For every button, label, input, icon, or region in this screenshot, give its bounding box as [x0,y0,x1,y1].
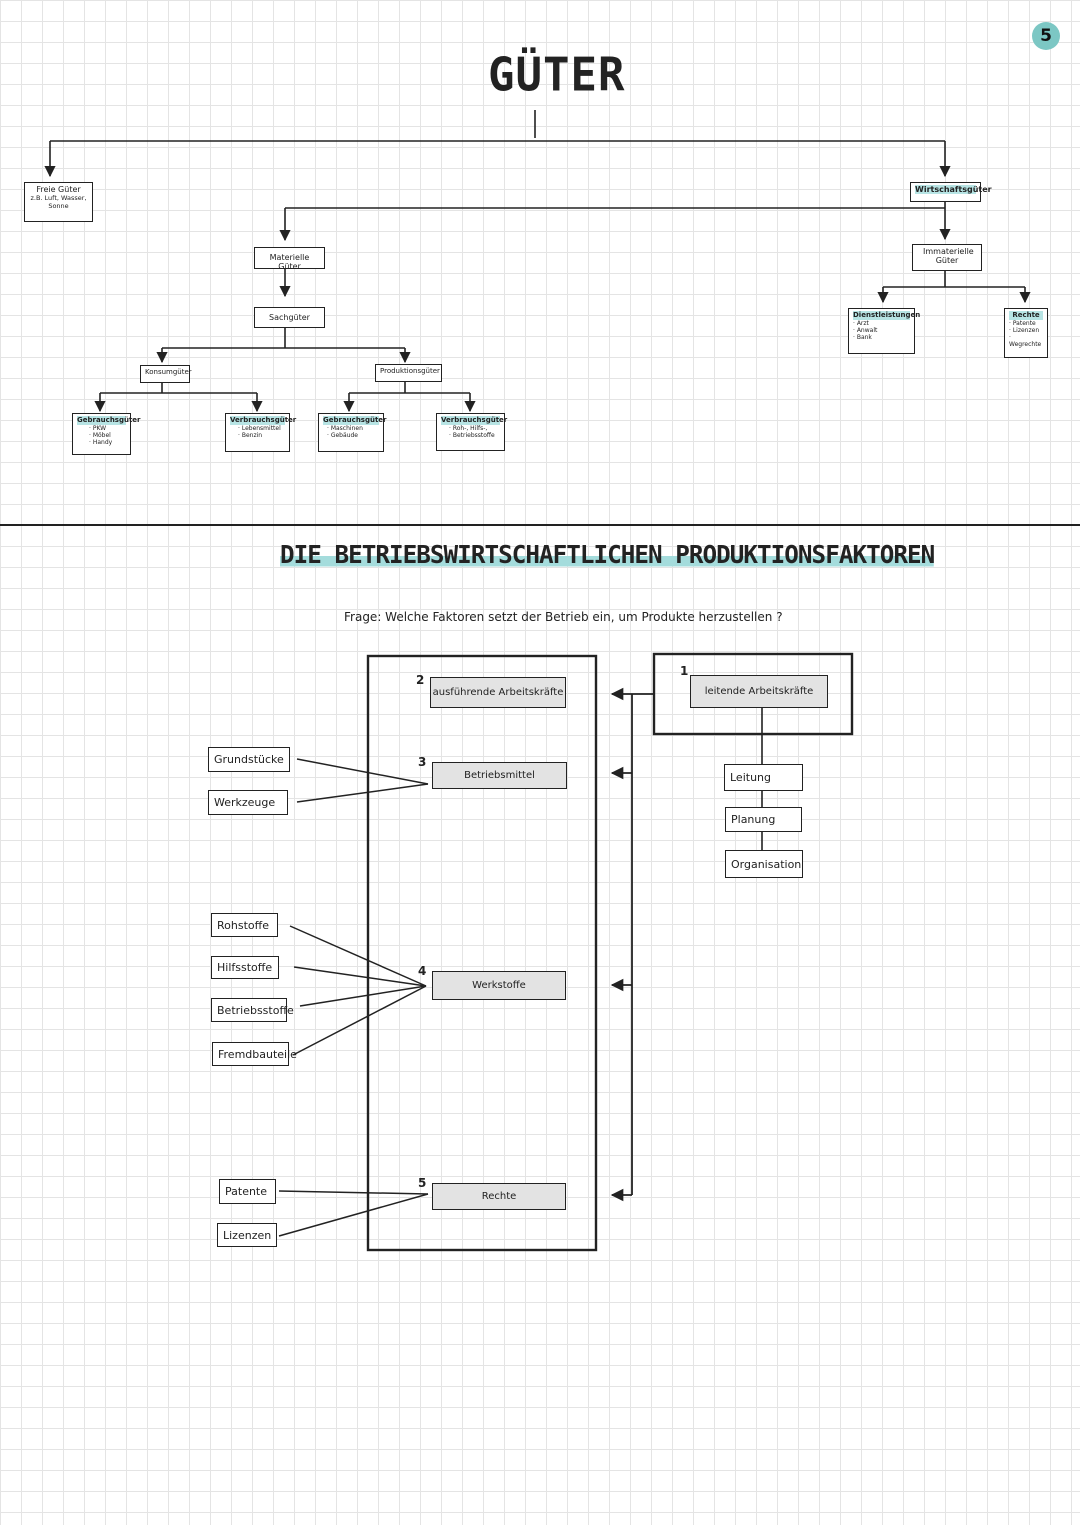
werkstoff-item-hilfsstoffe: Hilfsstoffe [211,956,279,979]
list-item: Möbel [89,432,126,439]
node-prod-gebrauchsgueter: Gebrauchsgüter Maschinen Gebäude [318,413,387,452]
list-item: Betriebsstoffe [449,432,500,439]
list-item: PKW [89,425,126,432]
list-item: Roh-, Hilfs-, [449,425,500,432]
factor-ausfuehrende-arbeitskraefte: ausführende Arbeitskräfte [430,677,566,708]
node-rechte-list: Patente Lizenzen Wegrechte [1009,320,1043,348]
betriebsmittel-item-label: Werkzeuge [214,796,276,809]
factor-rechte: Rechte [432,1183,566,1210]
factor-number-5: 5 [418,1176,427,1190]
node-prod-gebrauchsgueter-label: Gebrauchsgüter [323,416,387,425]
rechte-item-lizenzen: Lizenzen [217,1223,277,1247]
list-item: Arzt [853,320,910,327]
list-item: Lebensmittel [238,425,285,432]
factor-leitende-arbeitskraefte-label: leitende Arbeitskräfte [704,686,814,697]
werkstoff-item-label: Hilfsstoffe [217,961,273,974]
node-immaterielle-gueter: Immaterielle Güter [912,244,982,271]
werkstoff-item-label: Rohstoffe [217,918,269,932]
werkstoff-item-rohstoffe: Rohstoffe [211,913,278,937]
factor-betriebsmittel-label: Betriebsmittel [464,770,535,781]
list-item: Lizenzen [1009,327,1043,334]
leitung-item-label: Organisation [731,857,802,871]
node-produktionsgueter-label: Produktionsgüter [380,367,440,375]
node-wirtschaftsgueter-label: Wirtschaftsgüter [915,185,992,194]
rechte-item-label: Patente [225,1185,268,1198]
node-freie-gueter: Freie Güter z.B. Luft, Wasser, Sonne [24,182,93,222]
list-item: Bank [853,334,910,341]
node-prod-verbrauchsgueter-label: Verbrauchsgüter [441,416,508,425]
list-item: Patente [1009,320,1043,327]
leitung-item-leitung: Leitung [724,764,803,791]
node-dienstleistungen-label: Dienstleistungen [853,311,921,320]
list-item: Handy [89,439,126,446]
node-konsum-gebrauchsgueter: Gebrauchsgüter PKW Möbel Handy [72,413,141,455]
werkstoff-item-betriebsstoffe: Betriebsstoffe [211,998,294,1022]
list-item: Benzin [238,432,285,439]
leitung-item-organisation: Organisation [725,850,803,878]
list-item: Wegrechte [1009,334,1043,348]
node-konsum-verbrauchsgueter-list: Lebensmittel Benzin [230,425,285,439]
factor-number-4: 4 [418,964,427,978]
list-item: Maschinen [327,425,379,432]
betriebsmittel-item-label: Grundstücke [214,753,284,766]
node-konsum-gebrauchsgueter-label: Gebrauchsgüter [77,416,141,425]
leitung-item-label: Leitung [730,771,771,784]
node-prod-verbrauchsgueter-list: Roh-, Hilfs-, Betriebsstoffe [441,425,500,439]
node-sachgueter-label: Sachgüter [269,313,310,322]
node-prod-verbrauchsgueter: Verbrauchsgüter Roh-, Hilfs-, Betriebsst… [436,413,508,451]
section-divider [0,524,1080,526]
betriebsmittel-item-grundstuecke: Grundstücke [208,747,290,772]
factor-number-1: 1 [680,664,689,678]
werkstoff-item-label: Betriebsstoffe [217,1003,294,1017]
werkstoff-item-fremdbauteile: Fremdbauteile [212,1042,297,1066]
section-title-produktionsfaktoren: DIE BETRIEBSWIRTSCHAFTLICHEN PRODUKTIONS… [280,540,935,569]
rechte-item-label: Lizenzen [223,1228,272,1242]
factor-rechte-label: Rechte [481,1191,517,1202]
page-number-badge: 5 [1032,22,1060,50]
question-text: Frage: Welche Faktoren setzt der Betrieb… [344,610,783,624]
node-materielle-gueter: Materielle Güter [254,247,325,271]
factor-number-3: 3 [418,755,427,769]
node-freie-gueter-example: z.B. Luft, Wasser, Sonne [30,194,87,210]
node-wirtschaftsgueter: Wirtschaftsgüter [910,182,992,202]
rechte-item-patente: Patente [219,1179,276,1204]
factor-ausfuehrende-arbeitskraefte-label: ausführende Arbeitskräfte [432,687,564,698]
betriebsmittel-item-werkzeuge: Werkzeuge [208,790,288,815]
node-konsum-gebrauchsgueter-list: PKW Möbel Handy [77,425,126,446]
werkstoff-item-label: Fremdbauteile [218,1047,297,1061]
factor-leitende-arbeitskraefte: leitende Arbeitskräfte [690,675,828,708]
node-konsum-verbrauchsgueter-label: Verbrauchsgüter [230,416,297,425]
factor-werkstoffe-label: Werkstoffe [472,980,526,991]
node-dienstleistungen-list: Arzt Anwalt Bank [853,320,910,341]
node-immaterielle-gueter-label: Immaterielle Güter [923,247,974,265]
node-rechte: Rechte Patente Lizenzen Wegrechte [1004,308,1048,358]
node-prod-gebrauchsgueter-list: Maschinen Gebäude [323,425,379,439]
node-rechte-label: Rechte [1009,311,1043,320]
leitung-item-planung: Planung [725,807,802,832]
node-konsum-verbrauchsgueter: Verbrauchsgüter Lebensmittel Benzin [225,413,297,452]
node-dienstleistungen: Dienstleistungen Arzt Anwalt Bank [848,308,921,354]
list-item: Gebäude [327,432,379,439]
node-konsumgueter: Konsumgüter [140,365,192,383]
node-sachgueter: Sachgüter [254,307,325,328]
leitung-item-label: Planung [731,813,776,826]
page-title-gueter: GÜTER [488,48,626,103]
factor-betriebsmittel: Betriebsmittel [432,762,567,789]
factor-werkstoffe: Werkstoffe [432,971,566,1000]
node-konsumgueter-label: Konsumgüter [145,368,192,376]
node-produktionsgueter: Produktionsgüter [375,364,442,382]
node-freie-gueter-label: Freie Güter [36,185,81,194]
factor-number-2: 2 [416,673,425,687]
node-materielle-gueter-label: Materielle Güter [269,253,310,271]
list-item: Anwalt [853,327,910,334]
